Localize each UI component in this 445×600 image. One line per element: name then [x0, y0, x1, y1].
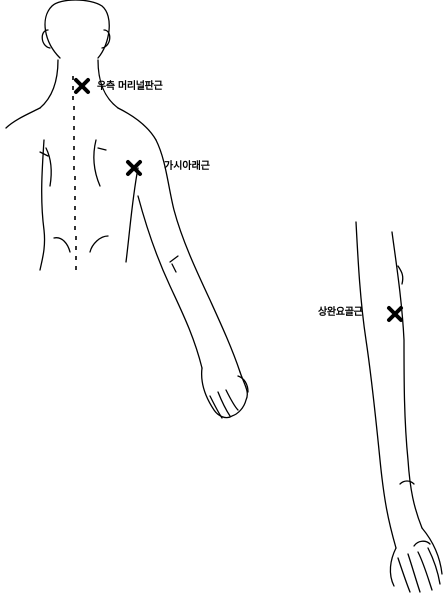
hand-finger-2	[408, 554, 420, 592]
arm-outer	[156, 140, 240, 372]
forearm-right-edge	[392, 232, 422, 528]
scapula-right	[94, 140, 100, 186]
left-shoulder	[6, 108, 40, 128]
cross-icon	[76, 80, 88, 92]
scapula-tick-right	[98, 148, 106, 150]
scapula-tick-left	[40, 152, 48, 156]
hand-outline	[202, 368, 248, 418]
hand-finger-4	[428, 548, 440, 584]
head-outline	[45, 0, 109, 58]
torso-right-arm-pit	[126, 168, 138, 262]
palm-outline	[390, 528, 442, 586]
elbow-mark	[170, 256, 178, 272]
forearm-left-edge	[356, 222, 396, 548]
right-shoulder	[118, 108, 156, 140]
wrist-mark	[400, 481, 414, 484]
hand-finger-3	[418, 552, 432, 590]
arm-inner	[138, 196, 202, 368]
finger-3	[226, 390, 238, 410]
torso-left	[40, 140, 45, 270]
hand-finger-1	[398, 558, 410, 592]
lower-back-right	[90, 236, 108, 252]
cross-icon	[389, 308, 401, 320]
hand-thumb	[414, 541, 430, 546]
lower-back-left	[54, 238, 70, 252]
spine-dotted-line	[73, 76, 76, 270]
scapula-left	[46, 148, 51, 186]
neck-muscle-label: 우측 머리널판근	[97, 82, 162, 92]
neck-left	[40, 60, 58, 108]
forearm-muscle-label: 상완요골근	[318, 308, 363, 318]
shoulder-muscle-label: 가시아래근	[164, 162, 210, 172]
